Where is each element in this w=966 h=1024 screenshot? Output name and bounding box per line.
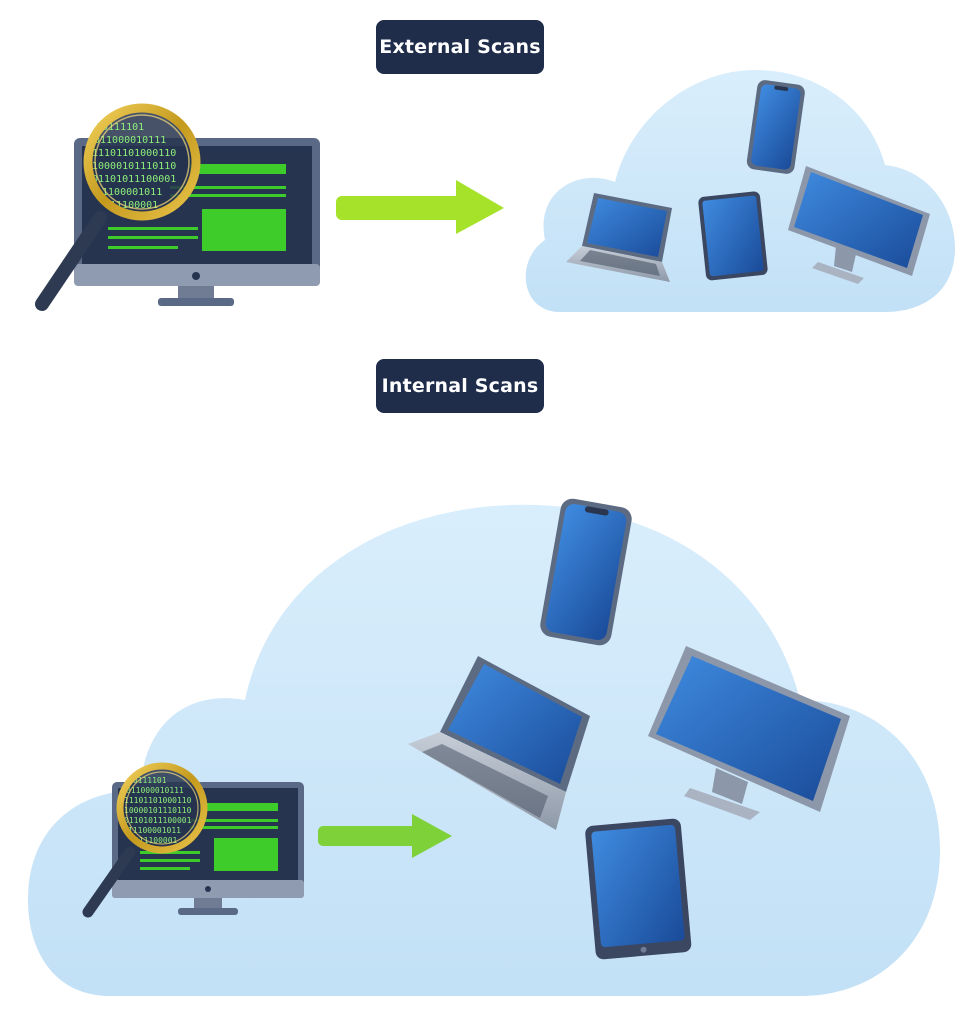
arrow-right-icon <box>318 814 452 858</box>
laptop-icon <box>566 193 672 282</box>
binary-line: 01101011100001 <box>124 816 192 825</box>
binary-line: 11100001011 <box>96 187 162 198</box>
binary-line: 01101011100001 <box>92 174 176 185</box>
magnifying-glass-icon: 10111101 011000010111 11101101000110 100… <box>35 103 201 311</box>
binary-line: 10000101110110 <box>124 806 192 815</box>
tablet-icon <box>698 191 768 281</box>
binary-line: 11101101000110 <box>92 148 176 159</box>
phone-icon <box>746 80 805 174</box>
magnifying-glass-icon: 10111101 011000010111 11101101000110 100… <box>82 762 208 918</box>
desktop-icon <box>788 166 930 284</box>
external-scans-label: External Scans <box>376 20 544 74</box>
binary-line: 011100001 <box>104 200 158 211</box>
binary-line: 10111101 <box>96 122 144 133</box>
desktop-icon <box>648 646 850 820</box>
binary-line: 011100001 <box>134 836 178 845</box>
binary-line: 011000010111 <box>126 786 184 795</box>
tablet-icon <box>585 818 692 960</box>
binary-line: 11100001011 <box>128 826 181 835</box>
arrow-right-icon <box>336 180 504 234</box>
binary-line: 10000101110110 <box>92 161 176 172</box>
binary-line: 11101101000110 <box>124 796 192 805</box>
monitor-icon <box>112 782 304 915</box>
binary-line: 011000010111 <box>94 135 166 146</box>
laptop-icon <box>408 656 590 830</box>
binary-line: 10111101 <box>128 776 167 785</box>
phone-icon <box>540 498 632 646</box>
internal-scans-label: Internal Scans <box>376 359 544 413</box>
